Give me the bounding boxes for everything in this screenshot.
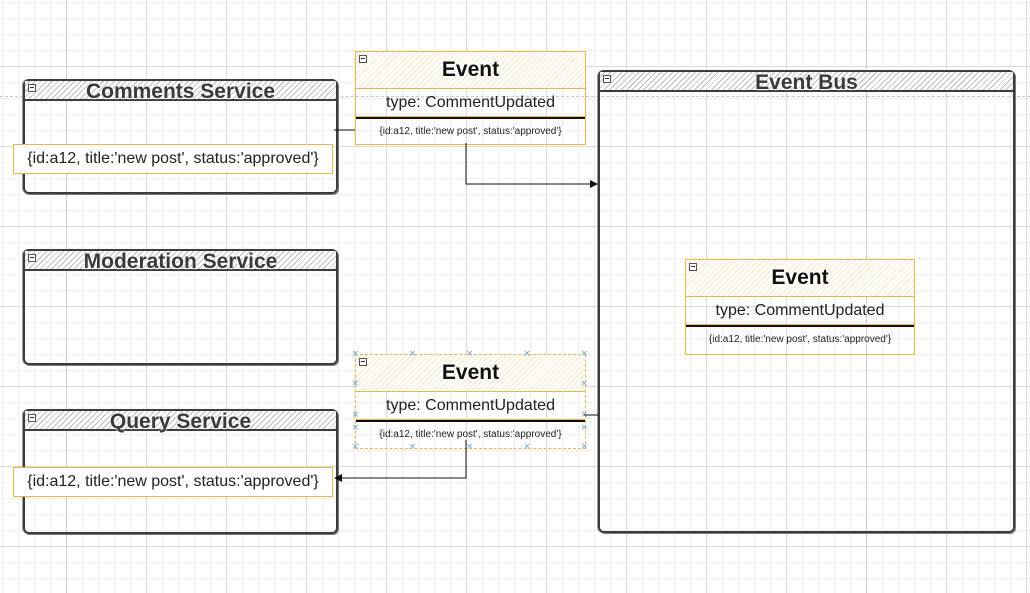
selection-handle-icon[interactable]: × [408,441,417,452]
selection-handle-icon[interactable]: × [351,422,360,433]
event-card-bus[interactable]: Event type: CommentUpdated {id:a12, titl… [685,259,915,355]
comments-service-record[interactable]: {id:a12, title:'new post', status:'appro… [13,144,333,174]
event-divider [356,420,585,422]
selection-handle-icon[interactable]: × [580,441,589,452]
comments-service-title: Comments Service [85,80,276,103]
page-break-line [0,96,1030,97]
collapse-icon[interactable] [359,358,367,366]
selection-handle-icon[interactable]: × [466,348,474,359]
selection-handle-icon[interactable]: × [351,441,360,452]
event-data-field[interactable]: {id:a12, title:'new post', status:'appro… [708,333,892,345]
connector-event-to-query [334,440,467,482]
event-bus-title: Event Bus [755,71,858,94]
event-title: Event [441,361,500,384]
collapse-icon[interactable] [603,75,611,83]
event-card-header[interactable]: Event [356,355,585,392]
event-divider [686,325,914,327]
connector-event-to-bus [465,143,598,188]
event-type-field[interactable]: type: CommentUpdated [356,392,585,420]
selection-handle-icon[interactable]: × [523,441,531,452]
event-data-field[interactable]: {id:a12, title:'new post', status:'appro… [379,125,562,137]
moderation-service-container[interactable]: Moderation Service [23,249,338,365]
page-break-line [66,0,67,593]
selection-handle-icon[interactable]: × [408,348,417,359]
query-service-title: Query Service [109,410,252,433]
selection-handle-icon[interactable]: × [351,409,360,420]
event-bus-container[interactable]: Event Bus [598,70,1015,533]
collapse-icon[interactable] [28,414,36,422]
selection-handle-icon[interactable]: × [580,422,589,433]
event-data-field[interactable]: {id:a12, title:'new post', status:'appro… [379,428,562,440]
moderation-service-title: Moderation Service [83,250,278,273]
selection-handle-icon[interactable]: × [351,348,360,359]
selection-handle-icon[interactable]: × [580,348,589,359]
event-card-top[interactable]: Event type: CommentUpdated {id:a12, titl… [355,51,586,145]
event-title: Event [771,266,829,289]
event-type-field[interactable]: type: CommentUpdated [686,297,914,325]
selection-handle-icon[interactable]: × [523,348,531,359]
event-bus-header[interactable]: Event Bus [600,71,1013,94]
event-card-header[interactable]: Event [686,260,914,297]
event-card-bottom[interactable]: Event type: CommentUpdated {id:a12, titl… [355,354,586,449]
event-divider [356,117,585,119]
event-type-field[interactable]: type: CommentUpdated [356,89,585,117]
query-service-record[interactable]: {id:a12, title:'new post', status:'appro… [13,467,333,497]
collapse-icon[interactable] [689,263,697,271]
selection-handle-icon[interactable]: × [466,441,474,452]
comments-service-container[interactable]: Comments Service [23,79,338,194]
collapse-icon[interactable] [28,84,36,92]
comments-service-header[interactable]: Comments Service [25,80,336,103]
collapse-icon[interactable] [28,254,36,262]
selection-handle-icon[interactable]: × [351,379,360,390]
collapse-icon[interactable] [359,55,367,63]
event-title: Event [441,58,500,81]
query-service-container[interactable]: Query Service [23,409,338,534]
query-service-header[interactable]: Query Service [25,410,336,433]
event-card-header[interactable]: Event [356,52,585,89]
selection-handle-icon[interactable]: × [580,379,589,390]
moderation-service-header[interactable]: Moderation Service [25,250,336,273]
